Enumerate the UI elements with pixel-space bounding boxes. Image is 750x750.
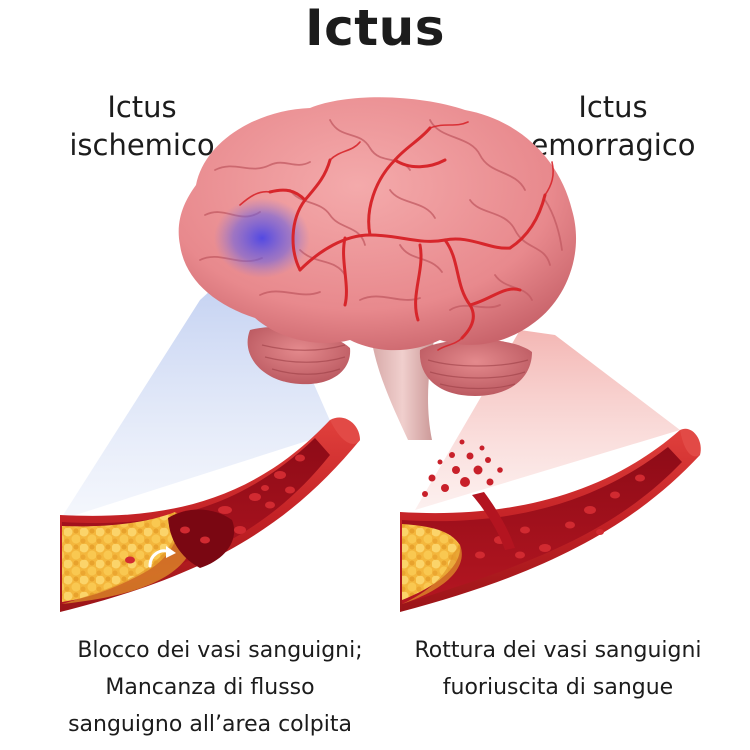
ischemic-blood-cells [125,454,305,564]
hemorrhagic-vessel-lumen [402,447,682,604]
hemorrhagic-stroke-label: Ictus emorragico [508,88,718,164]
cerebellum-right-folds [427,359,529,390]
vessel-rupture-jet [472,492,515,550]
ischemic-plaque [62,512,179,602]
ischemic-caption-line-3: sanguigno all’area colpita [68,712,352,737]
ischemic-label-line-1: Ictus [107,90,177,124]
leaking-blood-droplets [422,439,503,497]
ischemic-area [214,198,310,278]
ischemic-vessel [60,417,360,612]
cerebral-arterioles [239,121,554,351]
ischemic-caption-line-1: Blocco dei vasi sanguigni; [77,638,363,663]
ischemic-caption: Blocco dei vasi sanguigni; Mancanza di f… [40,632,380,743]
diagram-title: Ictus [305,0,445,57]
hemorrhagic-plaque [402,524,461,600]
cerebellum-right [419,339,532,396]
ischemic-label-line-2: ischemico [69,128,215,162]
hemorrhagic-vessel [400,428,701,612]
ischemic-vessel-cap [330,417,360,444]
cerebrum [178,97,577,351]
blocked-flow-arrowhead-icon [166,546,176,558]
cerebellum-left-folds [261,344,346,375]
hemorrhagic-caption-line-2: fuoriuscita di sangue [442,675,674,700]
ischemic-caption-line-2: Mancanza di flusso [105,675,315,700]
hemorrhagic-plaque-edge [402,545,462,604]
hemorrhagic-projection-beam [415,330,680,510]
brain-stem [370,330,435,440]
hemorrhagic-caption: Rottura dei vasi sanguigni fuoriuscita d… [393,632,723,706]
hemorrhagic-label-line-2: emorragico [530,128,696,162]
hemorrhagic-label-line-1: Ictus [578,90,648,124]
hemorrhagic-caption-line-1: Rottura dei vasi sanguigni [414,638,702,663]
ischemic-stroke-label: Ictus ischemico [37,88,247,164]
cerebral-arteries [268,126,547,340]
hemorrhagic-vessel-cap [680,428,701,457]
